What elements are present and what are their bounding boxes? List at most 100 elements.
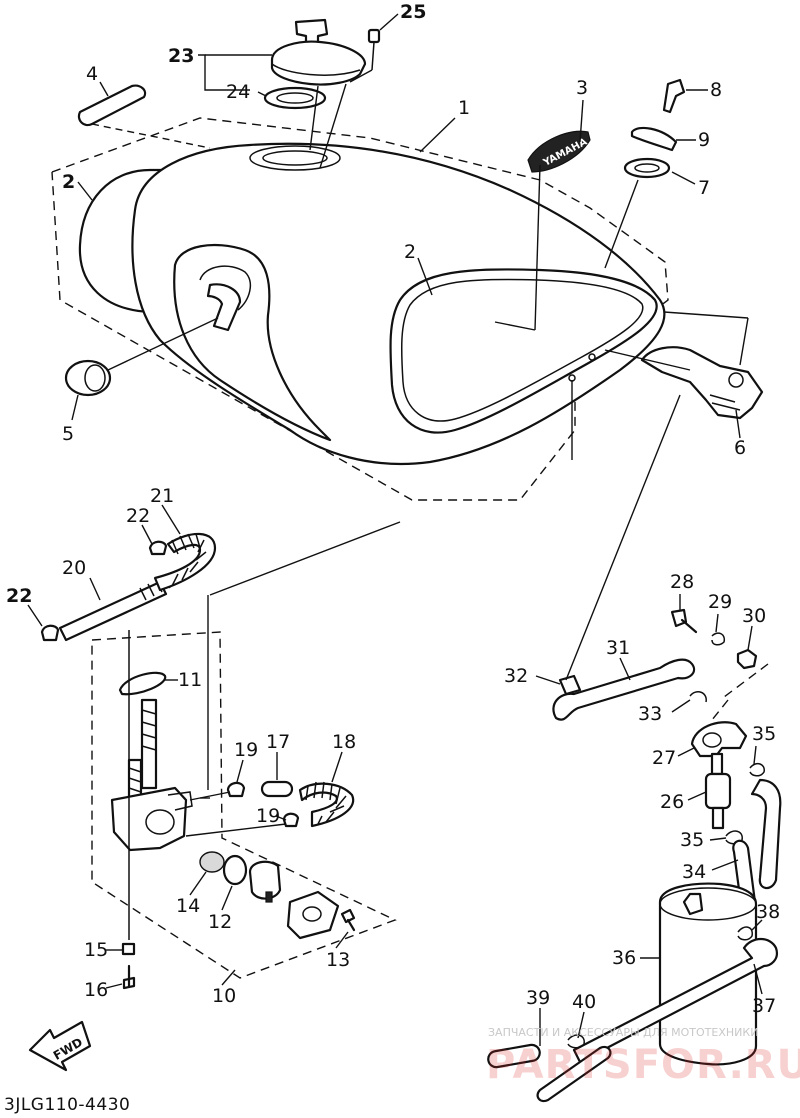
nut-30	[736, 648, 758, 670]
hose-34	[750, 778, 782, 890]
fuel-cock-body	[110, 786, 188, 852]
callout-21: 21	[150, 485, 174, 507]
fuel-cock-plate	[286, 890, 340, 940]
tunnel-bracket	[206, 283, 242, 332]
canister-port	[682, 892, 704, 916]
callout-32: 32	[504, 665, 528, 687]
callout-19-upper: 19	[234, 739, 258, 761]
hose-20	[58, 580, 168, 642]
evap-group	[487, 608, 782, 1103]
mount-grommet	[623, 157, 671, 179]
hose-clip-b	[282, 812, 300, 828]
fuel-cock-gasket	[199, 851, 225, 873]
callout-10: 10	[212, 985, 236, 1007]
filler-opening	[249, 145, 341, 171]
drain-cap-group	[64, 359, 112, 397]
fuel-tank-group	[51, 117, 669, 501]
filler-opening-inner	[262, 150, 328, 166]
callout-labels: 1 2 2 3 4 5 6 7 8 9 10 11 12 13 14 15 16…	[6, 1, 780, 1017]
valve-26-outlet	[711, 806, 725, 830]
plate-screw	[340, 908, 356, 932]
hose-20-coils	[139, 575, 171, 601]
filter-thread	[141, 709, 157, 751]
callout-4: 4	[86, 63, 98, 85]
callout-14: 14	[176, 895, 200, 917]
hose-31	[552, 658, 696, 721]
callout-35-lower: 35	[680, 829, 704, 851]
bracket-27-hole	[702, 732, 722, 748]
vacuum-hose-group	[40, 532, 217, 642]
reserve-thread	[128, 767, 142, 793]
valve-26-body	[704, 772, 732, 810]
callout-11: 11	[178, 669, 202, 691]
callout-20: 20	[62, 557, 86, 579]
lever-pin	[265, 891, 273, 903]
fuel-cock-group-outline	[91, 631, 397, 979]
bracket-27	[690, 721, 748, 758]
tank-side-trim	[389, 268, 658, 434]
drain-screw	[122, 964, 136, 990]
callout-33: 33	[638, 703, 662, 725]
callout-40: 40	[572, 991, 596, 1013]
callout-23: 23	[168, 45, 194, 67]
callout-37: 37	[752, 995, 776, 1017]
callout-28: 28	[670, 571, 694, 593]
fuel-hose-short	[260, 780, 294, 798]
fuel-hose-group	[226, 780, 355, 828]
hose-40-lower	[536, 1045, 612, 1103]
mount-hardware-group	[623, 78, 686, 179]
mount-grommet-hole	[634, 163, 660, 173]
lever-o-ring	[222, 854, 248, 886]
drain-cap-face	[84, 364, 106, 392]
callout-30: 30	[742, 605, 766, 627]
callout-6: 6	[734, 437, 746, 459]
spring-21-coils	[171, 533, 207, 587]
tank-group-outline	[51, 117, 669, 501]
clip-22-left	[40, 624, 60, 642]
fuel-cock-lever-seat	[145, 809, 175, 835]
callout-2-right: 2	[404, 241, 416, 263]
callout-31: 31	[606, 637, 630, 659]
callout-2-left: 2	[62, 171, 75, 193]
tank-damper-rubber	[77, 84, 147, 127]
callout-16: 16	[84, 979, 108, 1001]
mount-bolt	[662, 78, 686, 114]
valve-26-inlet	[710, 752, 724, 776]
callout-8: 8	[710, 79, 722, 101]
callout-38: 38	[756, 901, 780, 923]
fuel-cock-o-ring	[118, 671, 167, 696]
drain-cap	[64, 359, 112, 397]
fuel-cock-filter-tube-main	[140, 698, 158, 790]
cap-gasket-inner	[276, 92, 314, 104]
callout-17: 17	[266, 731, 290, 753]
cap-rim	[271, 63, 361, 76]
tank-side-trim-inner	[400, 278, 644, 422]
callout-19-lower: 19	[256, 805, 280, 827]
watermark: ЗАПЧАСТИ И АКСЕССУАРЫ ДЛЯ МОТОТЕХНИКИ PA…	[486, 1026, 800, 1088]
rear-bracket-ribs	[709, 394, 741, 411]
cap-gasket	[263, 86, 327, 110]
callout-15: 15	[84, 939, 108, 961]
fuel-cock-lever	[248, 860, 282, 900]
fuel-cock-group	[110, 630, 356, 990]
callout-36: 36	[612, 947, 636, 969]
callout-22-left: 22	[6, 585, 32, 607]
charcoal-canister	[658, 882, 758, 1066]
callout-12: 12	[208, 911, 232, 933]
callout-9: 9	[698, 129, 710, 151]
callout-35-upper: 35	[752, 723, 776, 745]
plate-hole	[302, 906, 322, 922]
callout-13: 13	[326, 949, 350, 971]
fuel-cap	[270, 40, 367, 86]
callout-7: 7	[698, 177, 710, 199]
callout-24: 24	[226, 81, 250, 103]
washer-29	[711, 632, 726, 646]
clip-38	[737, 926, 753, 941]
callout-25: 25	[400, 1, 426, 23]
fuel-cock-outlet	[167, 791, 193, 811]
clip-22-top	[148, 540, 168, 556]
clip-33	[689, 691, 707, 703]
tank-emblem	[527, 130, 591, 173]
callout-26: 26	[660, 791, 684, 813]
